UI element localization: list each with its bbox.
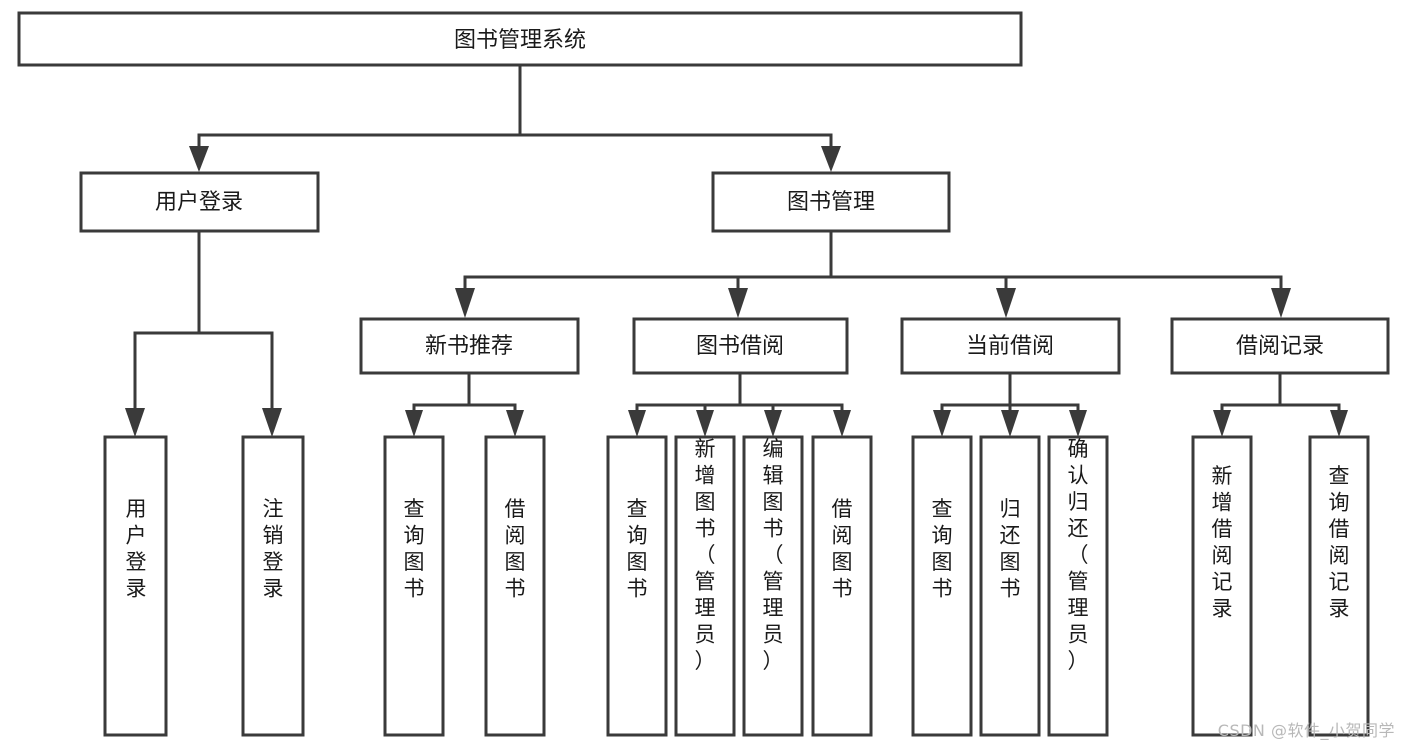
leaf-node-confirm-return-box[interactable]: [1047, 435, 1109, 737]
leaf-node-borrow-book-1-box[interactable]: [484, 435, 546, 737]
node-root[interactable]: 图书管理系统: [17, 11, 1023, 67]
leaf-node-return-book-label: 归还图书: [1000, 497, 1021, 601]
node-current-borrow-label: 当前借阅: [966, 334, 1054, 359]
leaf-node-query-record-label: 查询借阅记录: [1329, 464, 1350, 621]
arrow-head-leaf-borrow-book-1: [506, 410, 524, 437]
node-new-book-rec-box[interactable]: [359, 317, 580, 375]
connector-group-root: [189, 64, 841, 172]
leaf-node-query-book-1[interactable]: 查询图书: [383, 435, 445, 737]
leaf-node-user-login-label: 用户登录: [126, 497, 147, 601]
leaf-node-query-book-2-label: 查询图书: [627, 497, 648, 601]
connector-group-current-borrow: [933, 371, 1087, 437]
leaf-node-borrow-book-1-label: 借阅图书: [505, 497, 526, 601]
leaf-node-borrow-book-2-label: 借阅图书: [832, 497, 853, 601]
node-current-borrow[interactable]: 当前借阅: [900, 317, 1121, 375]
leaf-node-borrow-book-2[interactable]: 借阅图书: [811, 435, 873, 737]
node-borrow-record[interactable]: 借阅记录: [1170, 317, 1390, 375]
connector-group-user-login: [125, 230, 282, 437]
arrow-head-book-borrow: [728, 288, 748, 318]
leaf-node-edit-book-label: 编辑图书（管理员）: [763, 437, 784, 673]
arrow-head-leaf-query-book-3: [933, 410, 951, 437]
arrow-head-leaf-user-login: [125, 408, 145, 437]
leaf-node-query-book-3-label: 查询图书: [932, 497, 953, 601]
node-root-box[interactable]: [17, 11, 1023, 67]
csdn-watermark: CSDN @软件_小贺同学: [1217, 721, 1395, 740]
leaf-node-query-record[interactable]: 查询借阅记录: [1308, 435, 1370, 737]
leaf-node-user-login-box[interactable]: [103, 435, 168, 737]
arrow-head-leaf-query-book-2: [628, 410, 646, 437]
node-book-manage-label: 图书管理: [787, 190, 875, 215]
arrow-head-leaf-borrow-book-2: [833, 410, 851, 437]
arrow-head-leaf-add-book: [696, 410, 714, 437]
node-user-login-label: 用户登录: [155, 190, 243, 215]
arrow-head-leaf-edit-book: [764, 410, 782, 437]
leaf-node-return-book-box[interactable]: [979, 435, 1041, 737]
leaf-node-query-book-2-box[interactable]: [606, 435, 668, 737]
leaf-node-logout-box[interactable]: [241, 435, 305, 737]
connector-group-new-book-rec: [405, 371, 524, 437]
leaf-node-add-record-box[interactable]: [1191, 435, 1253, 737]
node-borrow-record-label: 借阅记录: [1236, 334, 1324, 359]
leaf-node-user-login[interactable]: 用户登录: [103, 435, 168, 737]
leaf-node-add-book-label: 新增图书（管理员）: [695, 437, 716, 673]
node-new-book-rec[interactable]: 新书推荐: [359, 317, 580, 375]
arrow-head-leaf-return-book: [1001, 410, 1019, 437]
leaf-node-confirm-return-label: 确认归还（管理员）: [1068, 437, 1089, 673]
leaf-node-add-book-box[interactable]: [674, 435, 736, 737]
arrow-head-leaf-logout: [262, 408, 282, 437]
leaf-node-query-book-1-box[interactable]: [383, 435, 445, 737]
arrow-head-book-manage: [821, 146, 841, 172]
arrow-head-user-login: [189, 146, 209, 172]
node-book-borrow-label: 图书借阅: [696, 334, 784, 359]
node-root-label: 图书管理系统: [454, 28, 586, 53]
arrow-head-leaf-query-book-1: [405, 410, 423, 437]
leaf-node-add-record[interactable]: 新增借阅记录: [1191, 435, 1253, 737]
arrow-head-leaf-add-record: [1213, 410, 1231, 437]
leaf-node-query-record-box[interactable]: [1308, 435, 1370, 737]
leaf-node-return-book[interactable]: 归还图书: [979, 435, 1041, 737]
leaf-node-query-book-3-box[interactable]: [911, 435, 973, 737]
arrow-head-leaf-query-record: [1330, 410, 1348, 437]
leaf-node-confirm-return[interactable]: 确认归还（管理员）: [1047, 435, 1109, 737]
leaf-node-borrow-book-1[interactable]: 借阅图书: [484, 435, 546, 737]
node-user-login-box[interactable]: [79, 171, 320, 233]
leaf-node-logout-label: 注销登录: [263, 497, 284, 601]
arrow-head-new-book-rec: [455, 288, 475, 318]
node-borrow-record-box[interactable]: [1170, 317, 1390, 375]
node-current-borrow-box[interactable]: [900, 317, 1121, 375]
node-user-login[interactable]: 用户登录: [79, 171, 320, 233]
arrow-head-borrow-record: [1271, 288, 1291, 318]
node-book-manage[interactable]: 图书管理: [711, 171, 951, 233]
node-book-borrow[interactable]: 图书借阅: [632, 317, 849, 375]
leaf-node-add-record-label: 新增借阅记录: [1212, 464, 1233, 621]
leaf-node-edit-book[interactable]: 编辑图书（管理员）: [742, 435, 804, 737]
leaf-node-query-book-2[interactable]: 查询图书: [606, 435, 668, 737]
node-book-borrow-box[interactable]: [632, 317, 849, 375]
node-book-manage-box[interactable]: [711, 171, 951, 233]
leaf-node-add-book[interactable]: 新增图书（管理员）: [674, 435, 736, 737]
leaf-node-query-book-3[interactable]: 查询图书: [911, 435, 973, 737]
connector-group-book-manage: [455, 230, 1291, 318]
leaf-node-borrow-book-2-box[interactable]: [811, 435, 873, 737]
leaf-node-edit-book-box[interactable]: [742, 435, 804, 737]
connector-group-borrow-record: [1213, 371, 1348, 437]
leaf-node-query-book-1-label: 查询图书: [404, 497, 425, 601]
arrow-head-leaf-confirm-return: [1069, 410, 1087, 437]
leaf-node-logout[interactable]: 注销登录: [241, 435, 305, 737]
arrow-head-current-borrow: [996, 288, 1016, 318]
node-new-book-rec-label: 新书推荐: [425, 334, 513, 359]
connector-group-book-borrow: [628, 371, 851, 437]
